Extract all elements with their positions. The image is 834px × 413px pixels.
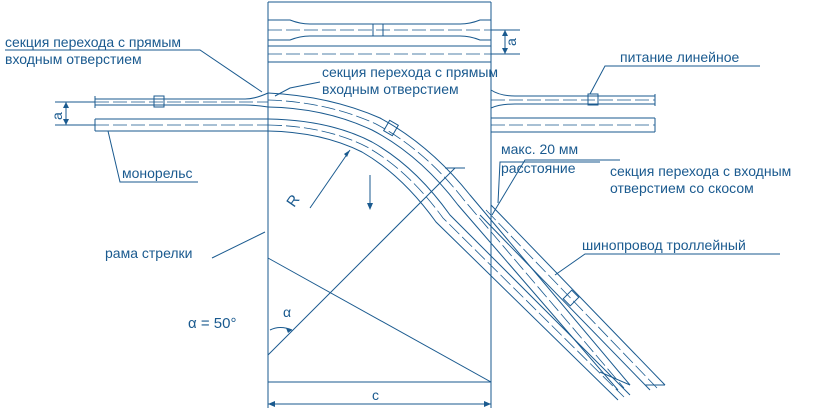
- dim-c: c: [268, 387, 491, 407]
- hanger-left: [153, 95, 165, 108]
- curved-feed-busway: [267, 92, 631, 391]
- label-section-straight-center-1: секция перехода с прямым: [322, 64, 498, 80]
- left-monorail: [94, 118, 268, 132]
- label-busway: шинопровод троллейный: [582, 237, 746, 253]
- dim-c-label: c: [372, 387, 379, 403]
- hanger-top: [372, 23, 384, 37]
- label-section-straight-left-1: секция перехода с прямым: [5, 34, 181, 50]
- curved-monorail: [267, 118, 631, 401]
- label-section-bevel-2: отверстием со скосом: [610, 180, 754, 196]
- label-feed-linear: питание линейное: [620, 49, 740, 65]
- radius-label: R: [283, 192, 303, 211]
- hanger-right: [587, 93, 599, 106]
- direction-arrow: [367, 175, 373, 210]
- diverging-busway: [479, 204, 666, 391]
- label-switch-frame: рама стрелки: [105, 245, 193, 261]
- alpha-angle: α: [269, 304, 293, 333]
- label-angle-value: α = 50°: [188, 315, 236, 332]
- radius-arrow: R: [283, 149, 351, 211]
- hanger-curve-top: [382, 119, 400, 137]
- label-max-distance-1: макс. 20 мм: [501, 141, 578, 157]
- label-section-bevel-1: секция перехода с входным: [610, 163, 791, 179]
- label-section-straight-center-2: входным отверстием: [322, 81, 459, 97]
- dim-a-top: a: [491, 29, 520, 55]
- left-feed-line: [94, 92, 269, 108]
- label-section-straight-left-2: входным отверстием: [5, 51, 142, 67]
- dim-a-top-label: a: [503, 38, 519, 46]
- dim-a-left: a: [49, 101, 95, 126]
- leader-lines: [5, 49, 780, 276]
- construction-lines: [267, 167, 492, 383]
- dim-a-left-label: a: [49, 112, 65, 120]
- top-straight-rail: [268, 19, 491, 63]
- right-feed-line: [490, 89, 656, 109]
- label-monorail: монорельс: [122, 165, 193, 181]
- label-max-distance-2: расстояние: [501, 160, 576, 176]
- right-monorail: [491, 117, 656, 133]
- hanger-diverge: [562, 289, 580, 307]
- alpha-symbol: α: [283, 304, 291, 320]
